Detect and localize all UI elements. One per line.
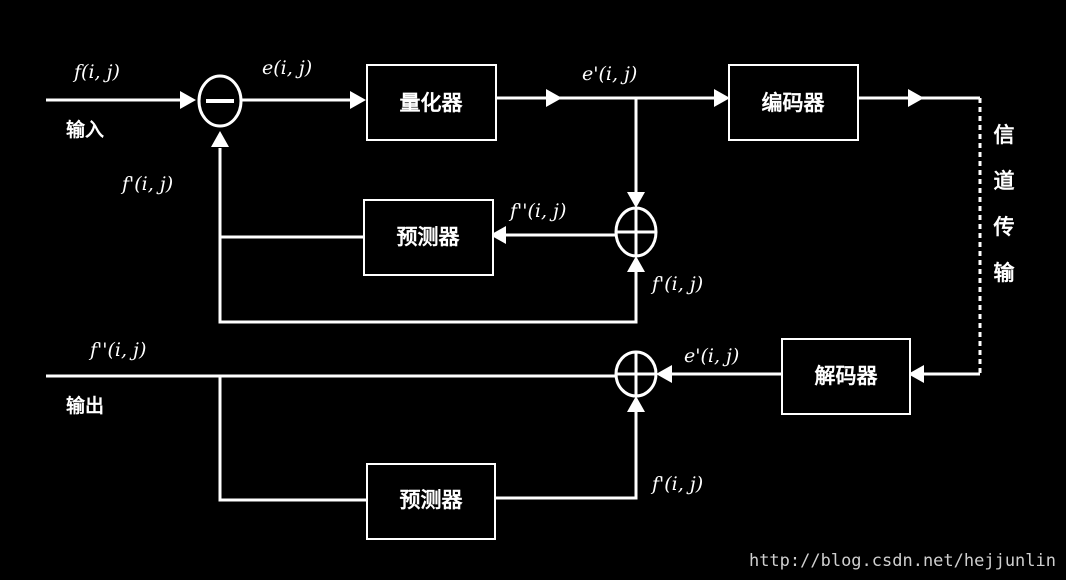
arrowhead-predictor-adder [627, 396, 645, 412]
adder-node-bottom [614, 350, 658, 398]
signal-f-double-prime: f''(i, j) [508, 200, 566, 222]
signal-f-input: f(i, j) [72, 61, 120, 83]
signal-f-output: f''(i, j) [88, 339, 146, 361]
channel-char-2: 道 [994, 169, 1015, 193]
signal-f-pred-bottom: f'(i, j) [650, 473, 703, 495]
encoder-label: 编码器 [762, 91, 826, 115]
predictor-bottom-label: 预测器 [400, 488, 464, 512]
adder-node-top [614, 206, 658, 258]
subtractor-node [197, 74, 243, 128]
channel-label: 信 道 传 输 [993, 123, 1016, 285]
output-label: 输出 [66, 394, 104, 417]
arrowhead-predictor-top [490, 226, 506, 244]
arrowhead-input [180, 91, 196, 109]
input-label: 输入 [66, 118, 104, 141]
arrowhead-adder-top [627, 192, 645, 208]
signal-e-prime: e'(i, j) [582, 63, 637, 85]
quantizer-block: 量化器 [366, 64, 497, 141]
encoder-block: 编码器 [728, 64, 859, 141]
arrowhead-decoder-adder [656, 365, 672, 383]
predictor-block-bottom: 预测器 [366, 463, 496, 540]
decoder-label: 解码器 [815, 364, 879, 388]
signal-f-pred-top: f'(i, j) [120, 173, 173, 195]
channel-char-1: 信 [994, 123, 1015, 147]
arrowhead-quantizer [350, 91, 366, 109]
output-to-predictor-wire [218, 376, 368, 502]
decoder-block: 解码器 [781, 338, 911, 415]
predictor-to-adder-wire [494, 412, 638, 500]
arrowhead-quantizer-out [546, 89, 562, 107]
signal-f-pred-sum: f'(i, j) [650, 273, 703, 295]
predictor-loop-wire [218, 237, 638, 324]
arrowhead-feedback-subtractor [211, 131, 229, 147]
quantizer-label: 量化器 [400, 91, 464, 115]
predictor-top-label: 预测器 [397, 225, 461, 249]
channel-char-3: 传 [993, 215, 1015, 239]
channel-char-4: 输 [994, 261, 1016, 285]
watermark: http://blog.csdn.net/hejjunlin [749, 551, 1056, 571]
arrowhead-encoder-out [908, 89, 924, 107]
predictor-feedback-wire [218, 148, 364, 239]
arrowhead-decoder [908, 365, 924, 383]
arrowhead-adder-bottom [627, 256, 645, 272]
signal-e-prime-decoder: e'(i, j) [684, 345, 739, 367]
signal-e: e(i, j) [262, 57, 312, 79]
predictor-block-top: 预测器 [363, 199, 494, 276]
arrowhead-encoder [714, 89, 730, 107]
